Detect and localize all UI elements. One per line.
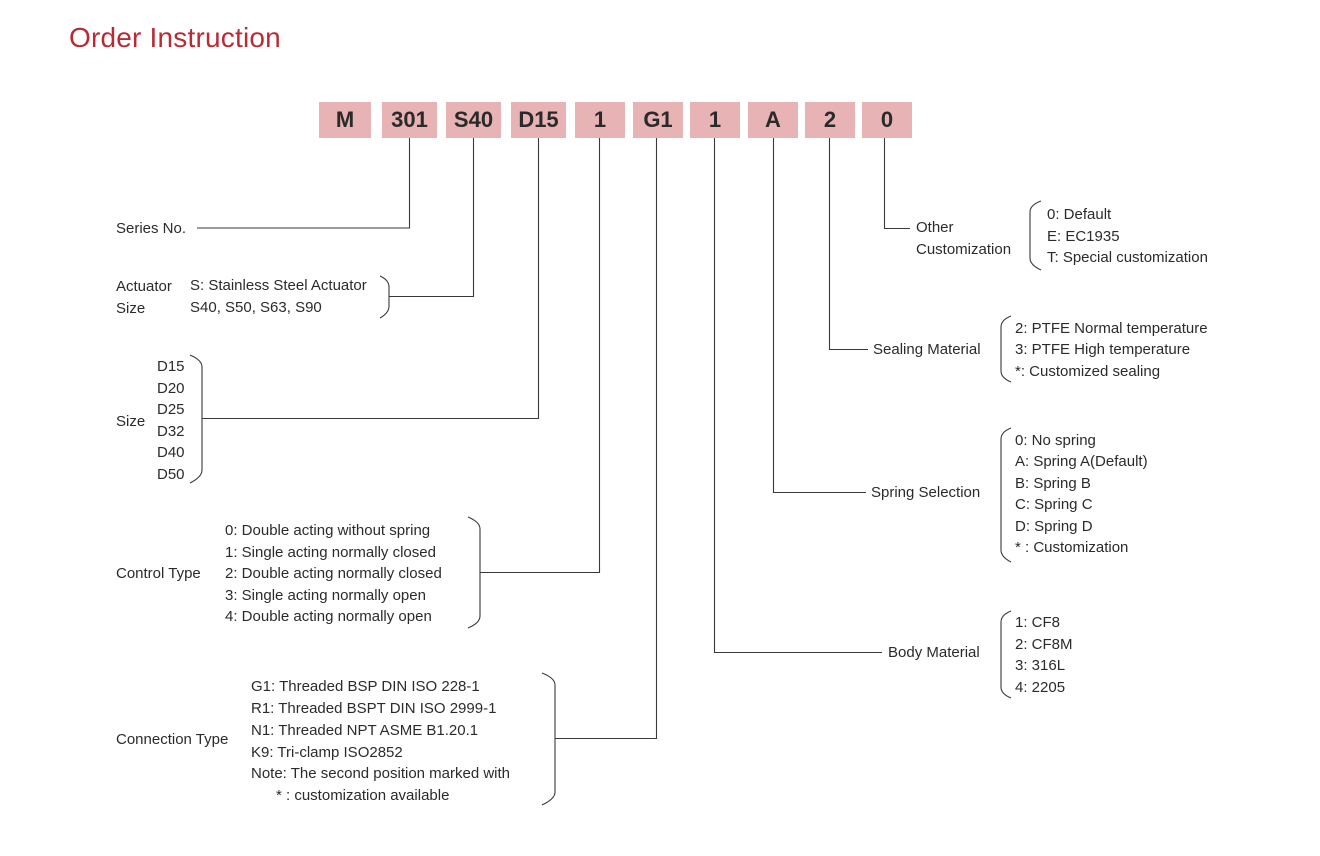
size-option: D20 bbox=[157, 380, 185, 397]
connection-option: N1: Threaded NPT ASME B1.20.1 bbox=[251, 722, 479, 739]
sealing-label: Sealing Material bbox=[873, 341, 981, 358]
control-option: 2: Double acting normally closed bbox=[225, 565, 442, 582]
control-option: 1: Single acting normally closed bbox=[225, 544, 436, 561]
control-connector bbox=[480, 138, 601, 574]
spring-connector bbox=[772, 138, 866, 494]
code-segment-body-material: 1 bbox=[690, 102, 740, 138]
size-connector bbox=[202, 138, 540, 420]
size-option: D32 bbox=[157, 423, 185, 440]
actuator-option: S: Stainless Steel Actuator bbox=[190, 277, 367, 294]
code-segment-other-customization: 0 bbox=[862, 102, 912, 138]
body-label: Body Material bbox=[888, 644, 980, 661]
code-segment-actuator-size: S40 bbox=[446, 102, 501, 138]
other-label-line2: Customization bbox=[916, 241, 1012, 258]
spring-option: A: Spring A(Default) bbox=[1015, 453, 1148, 470]
actuator-option: S40, S50, S63, S90 bbox=[190, 299, 322, 316]
body-option: 3: 316L bbox=[1015, 657, 1066, 674]
size-option: D25 bbox=[157, 401, 185, 418]
spring-option: 0: No spring bbox=[1015, 432, 1096, 449]
other-option: E: EC1935 bbox=[1047, 228, 1120, 245]
connection-note: Note: The second position marked with bbox=[251, 765, 511, 782]
connection-connector bbox=[555, 138, 658, 740]
spring-label: Spring Selection bbox=[871, 484, 981, 501]
code-segment-spring-selection: A bbox=[748, 102, 798, 138]
sealing-option: *: Customized sealing bbox=[1015, 363, 1161, 380]
body-bracket bbox=[1000, 610, 1012, 699]
spring-option: * : Customization bbox=[1015, 539, 1129, 556]
other-label-line1: Other bbox=[916, 219, 954, 236]
code-segment-control-type: 1 bbox=[575, 102, 625, 138]
size-option: D40 bbox=[157, 444, 185, 461]
body-connector bbox=[713, 138, 882, 654]
other-option: T: Special customization bbox=[1047, 249, 1208, 266]
size-option: D15 bbox=[157, 358, 185, 375]
sealing-connector bbox=[828, 138, 868, 351]
page-title: Order Instruction bbox=[69, 22, 281, 53]
connection-bracket bbox=[541, 672, 556, 806]
connection-option: K9: Tri-clamp ISO2852 bbox=[251, 744, 403, 761]
control-option: 4: Double acting normally open bbox=[225, 608, 432, 625]
code-segment-series-letter: M bbox=[319, 102, 371, 138]
series-connector bbox=[197, 138, 411, 229]
connection-label: Connection Type bbox=[116, 731, 229, 748]
other-connector bbox=[883, 138, 910, 230]
control-option: 3: Single acting normally open bbox=[225, 587, 426, 604]
actuator-connector bbox=[389, 138, 475, 298]
actuator-bracket bbox=[379, 275, 390, 319]
other-bracket bbox=[1029, 200, 1042, 271]
code-segment-sealing-material: 2 bbox=[805, 102, 855, 138]
spring-option: C: Spring C bbox=[1015, 496, 1093, 513]
actuator-label-line1: Actuator bbox=[116, 278, 172, 295]
control-bracket bbox=[467, 516, 481, 629]
control-label: Control Type bbox=[116, 565, 201, 582]
sealing-option: 3: PTFE High temperature bbox=[1015, 341, 1191, 358]
spring-option: B: Spring B bbox=[1015, 475, 1091, 492]
code-segment-series-number: 301 bbox=[382, 102, 437, 138]
size-label: Size bbox=[116, 413, 146, 430]
connection-option: R1: Threaded BSPT DIN ISO 2999-1 bbox=[251, 700, 497, 717]
body-option: 1: CF8 bbox=[1015, 614, 1061, 631]
control-option: 0: Double acting without spring bbox=[225, 522, 431, 539]
spring-bracket bbox=[1000, 427, 1012, 563]
sealing-bracket bbox=[1000, 315, 1012, 383]
size-option: D50 bbox=[157, 466, 185, 483]
code-segment-size: D15 bbox=[511, 102, 566, 138]
sealing-option: 2: PTFE Normal temperature bbox=[1015, 320, 1208, 337]
spring-option: D: Spring D bbox=[1015, 518, 1093, 535]
actuator-label-line2: Size bbox=[116, 300, 146, 317]
connection-option: G1: Threaded BSP DIN ISO 228-1 bbox=[251, 678, 480, 695]
size-bracket bbox=[189, 354, 203, 484]
body-option: 4: 2205 bbox=[1015, 679, 1066, 696]
body-option: 2: CF8M bbox=[1015, 636, 1073, 653]
series-label: Series No. bbox=[116, 220, 187, 237]
other-option: 0: Default bbox=[1047, 206, 1112, 223]
code-segment-connection-type: G1 bbox=[633, 102, 683, 138]
connection-note: * : customization available bbox=[276, 787, 450, 804]
